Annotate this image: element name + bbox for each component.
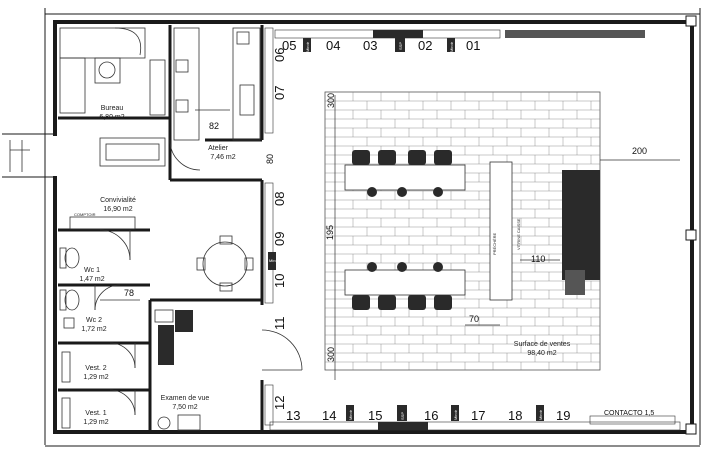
room-vest1-name: Vest. 1 xyxy=(85,410,107,417)
room-examen-name: Examen de vue xyxy=(161,395,210,402)
label-miroir-b1: Miroir xyxy=(348,409,353,420)
label-miroir-top2: Miroir xyxy=(449,41,454,52)
room-surface-area: 98,40 m2 xyxy=(527,350,556,357)
dim-200: 200 xyxy=(632,146,647,156)
wall-num-14: 14 xyxy=(322,408,336,423)
atelier-furniture xyxy=(99,27,261,167)
dimension-labels: 82 80 200 195 110 70 78 300 300 xyxy=(124,93,647,362)
dim-300-top: 300 xyxy=(326,93,336,108)
label-ssp-bottom: SSP xyxy=(400,412,405,420)
room-wc2-area: 1,72 m2 xyxy=(81,326,106,333)
dim-300-bottom: 300 xyxy=(326,347,336,362)
label-miroir-b3: Miroir xyxy=(538,409,543,420)
wall-num-02: 02 xyxy=(418,38,432,53)
label-miroir-left: Miroir xyxy=(269,258,280,263)
dim-80: 80 xyxy=(265,154,275,164)
dim-70: 70 xyxy=(469,314,479,324)
label-vitrine: VITRINE CAISSE xyxy=(516,218,521,250)
wall-numbers-top: 05 04 03 02 01 xyxy=(282,38,480,53)
room-vest1-area: 1,29 m2 xyxy=(83,419,108,426)
wall-num-12: 12 xyxy=(272,396,287,410)
floor-grid-frame xyxy=(324,91,601,371)
room-examen-area: 7,50 m2 xyxy=(172,404,197,411)
room-convivialite-area: 16,90 m2 xyxy=(103,206,132,213)
wall-num-05: 05 xyxy=(282,38,296,53)
wall-num-19: 19 xyxy=(556,408,570,423)
wall-num-03: 03 xyxy=(363,38,377,53)
entrance-door xyxy=(9,140,30,172)
wall-shelving-left xyxy=(264,27,276,426)
room-bureau-area: 6,80 m2 xyxy=(99,114,124,121)
wall-num-09: 09 xyxy=(272,232,287,246)
bureau-furniture xyxy=(59,27,166,116)
room-atelier-area: 7,46 m2 xyxy=(210,154,235,161)
wall-num-18: 18 xyxy=(508,408,522,423)
room-wc1-area: 1,47 m2 xyxy=(79,276,104,283)
room-wc2-name: Wc 2 xyxy=(86,317,102,324)
wall-shelving-top xyxy=(274,29,645,52)
columns xyxy=(685,15,697,435)
room-vest2-name: Vest. 2 xyxy=(85,365,107,372)
wall-num-01: 01 xyxy=(466,38,480,53)
label-contacto: CONTACTO 1,5 xyxy=(604,410,654,417)
label-ssp-top: SSP xyxy=(398,42,403,50)
dimension-lines xyxy=(100,95,680,380)
convivialite-table xyxy=(69,216,254,292)
label-miroir-b2: Miroir xyxy=(453,409,458,420)
room-labels: Bureau 6,80 m2 Atelier 7,46 m2 Convivial… xyxy=(79,105,570,426)
sales-floor-grid xyxy=(324,91,601,371)
label-miroir-top: Miroir xyxy=(305,41,310,52)
dim-110: 110 xyxy=(531,254,545,264)
wall-num-15: 15 xyxy=(368,408,382,423)
room-vest2-area: 1,29 m2 xyxy=(83,374,108,381)
wall-num-08: 08 xyxy=(272,192,287,206)
wall-numbers-left: 06 07 08 09 10 11 12 xyxy=(272,48,287,410)
dim-195: 195 xyxy=(325,225,335,240)
door-swings xyxy=(94,139,303,416)
wall-num-07: 07 xyxy=(272,86,287,100)
dim-82: 82 xyxy=(209,121,219,131)
wall-num-11: 11 xyxy=(272,317,287,331)
dim-78: 78 xyxy=(124,288,134,298)
wall-num-13: 13 xyxy=(286,408,300,423)
wall-shelving-bottom xyxy=(269,405,681,431)
wall-num-06: 06 xyxy=(272,48,287,62)
room-bureau-name: Bureau xyxy=(101,105,124,112)
room-atelier-name: Atelier xyxy=(208,145,229,152)
outer-walls xyxy=(2,8,701,447)
small-labels: Miroir SSP Miroir Miroir Miroir SSP Miro… xyxy=(74,41,654,420)
room-convivialite-name: Convivialité xyxy=(100,197,136,204)
wall-num-16: 16 xyxy=(424,408,438,423)
display-tables xyxy=(344,150,600,310)
label-presentoir: PRÉCHÈRE xyxy=(492,232,497,255)
wall-num-04: 04 xyxy=(326,38,340,53)
wall-num-10: 10 xyxy=(272,274,287,288)
wall-num-17: 17 xyxy=(471,408,485,423)
wc-fixtures xyxy=(59,247,80,429)
examen-furniture xyxy=(154,309,201,431)
label-comptoir: COMPTOIR xyxy=(74,212,96,217)
room-wc1-name: Wc 1 xyxy=(84,267,100,274)
room-surface-name: Surface de ventes xyxy=(514,341,571,348)
entrance-opening xyxy=(50,136,60,176)
wall-numbers-bottom: 13 14 15 16 17 18 19 xyxy=(286,408,570,423)
